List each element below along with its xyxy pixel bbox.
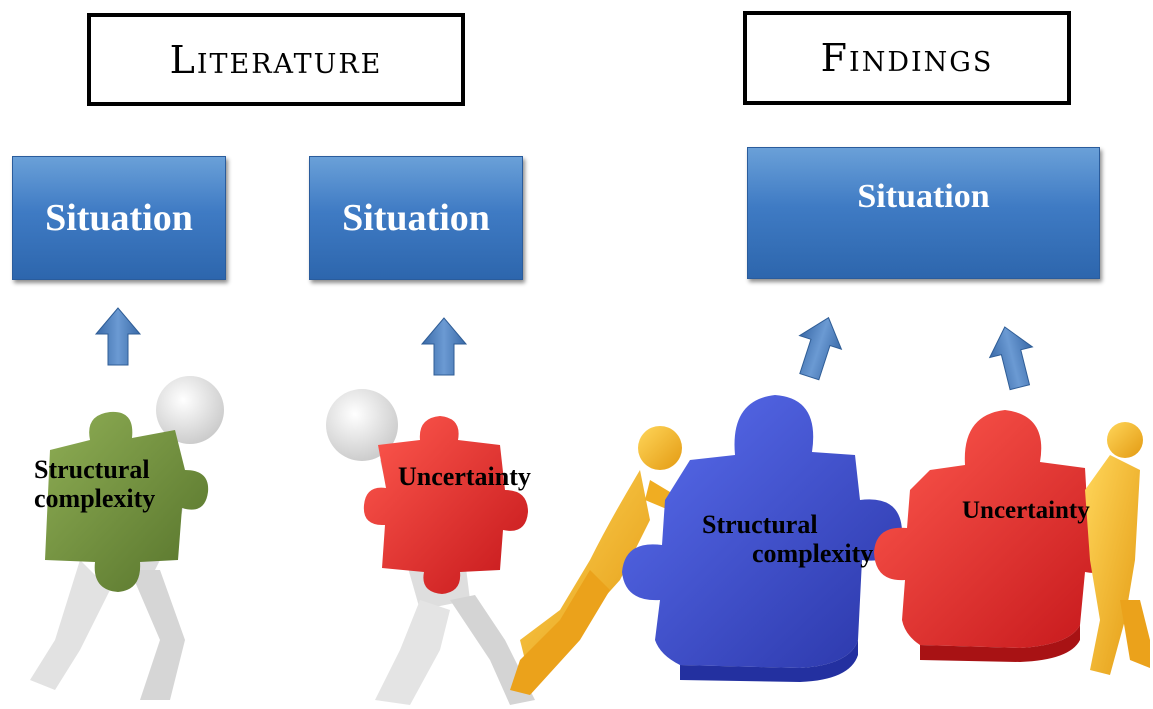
puzzle-piece-icon: [622, 395, 902, 682]
blue-piece-label: Structural complexity: [702, 510, 874, 568]
green-piece-label: Structural complexity: [34, 455, 156, 513]
up-arrow-icon: [988, 326, 1034, 391]
puzzle-piece-icon: [363, 416, 528, 594]
situation-box-3: Situation: [747, 147, 1100, 279]
person-figure-icon: [1085, 422, 1150, 675]
literature-header: Literature: [87, 13, 465, 106]
findings-header: Findings: [743, 11, 1071, 105]
up-arrow-icon: [798, 316, 843, 381]
puzzle-piece-icon: [45, 411, 209, 592]
situation-box-1: Situation: [12, 156, 226, 280]
up-arrow-icon: [94, 307, 142, 366]
up-arrow-icon: [420, 317, 468, 376]
situation-label-1: Situation: [45, 197, 193, 239]
red-piece-left-label: Uncertainty: [398, 462, 531, 491]
situation-box-2: Situation: [309, 156, 523, 280]
situation-label-2: Situation: [342, 197, 490, 239]
puzzle-piece-icon: [874, 410, 1119, 662]
literature-header-label: Literature: [169, 37, 383, 82]
findings-header-label: Findings: [820, 36, 994, 80]
situation-label-3: Situation: [857, 178, 990, 215]
red-piece-right-label: Uncertainty: [962, 497, 1090, 524]
